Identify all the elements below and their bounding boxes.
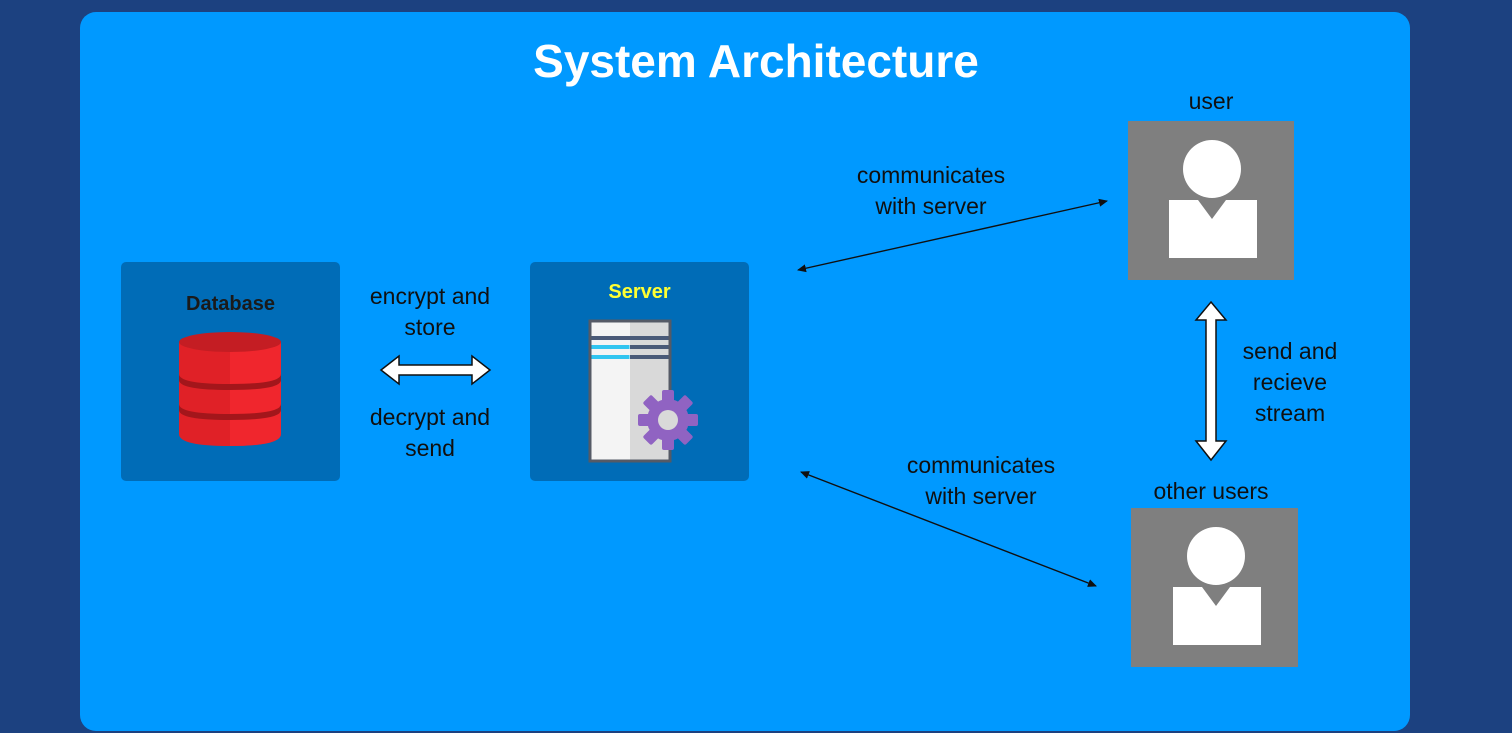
other-users-avatar-icon bbox=[1173, 527, 1261, 645]
server-other-users-arrow bbox=[800, 471, 1097, 587]
user-label: user bbox=[1188, 88, 1234, 114]
database-label: Database bbox=[186, 293, 275, 315]
db-server-arrow bbox=[379, 354, 492, 386]
server-label: Server bbox=[608, 281, 671, 303]
user-other-users-label: send and recieve stream bbox=[1242, 338, 1338, 426]
other-users-node bbox=[1131, 508, 1298, 667]
gear-icon bbox=[638, 390, 698, 450]
db-server-top-label: encrypt and store bbox=[369, 283, 491, 340]
server-node: Server bbox=[530, 262, 749, 481]
other-users-label: other users bbox=[1153, 478, 1269, 504]
page-title: System Architecture bbox=[533, 35, 979, 87]
db-server-bottom-label: decrypt and send bbox=[369, 404, 491, 461]
user-other-users-arrow bbox=[1194, 300, 1228, 462]
database-icon bbox=[179, 332, 281, 446]
database-node: Database bbox=[121, 262, 340, 481]
user-node bbox=[1128, 121, 1294, 280]
server-user-arrow bbox=[797, 198, 1108, 273]
user-avatar-icon bbox=[1169, 140, 1257, 258]
server-icon bbox=[588, 319, 698, 463]
